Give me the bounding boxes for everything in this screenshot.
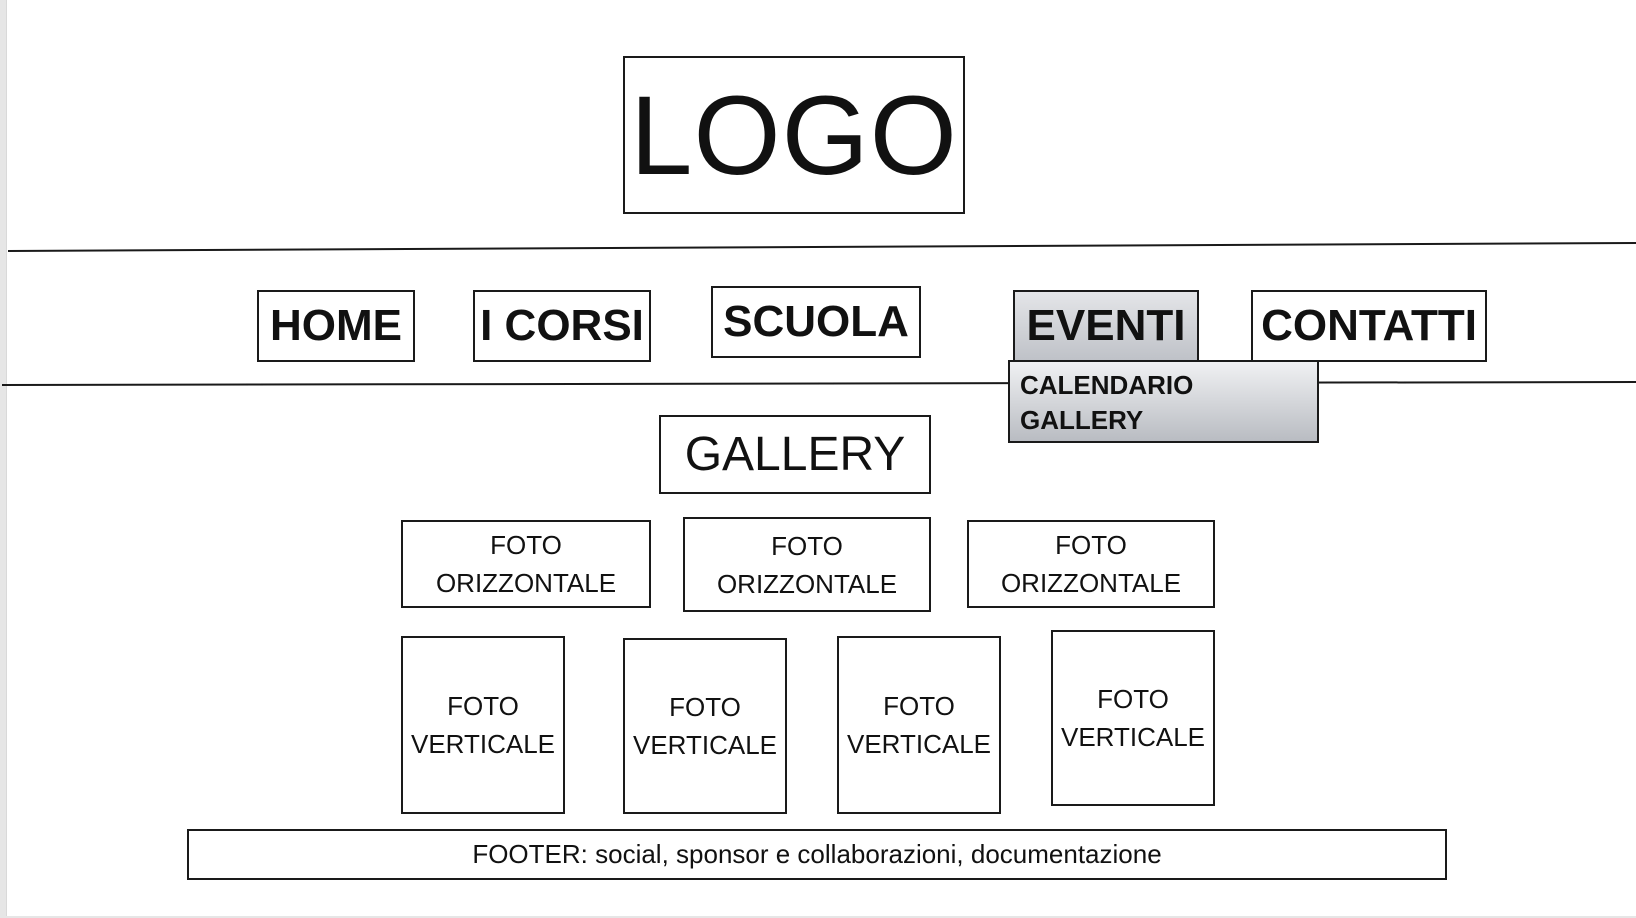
photo-label-line2: VERTICALE <box>846 729 991 759</box>
photo-vertical-4: FOTO VERTICALE <box>1051 630 1215 806</box>
nav-eventi[interactable]: EVENTI <box>1013 290 1199 362</box>
photo-label-line2: ORIZZONTALE <box>716 568 898 599</box>
photo-horizontal-1: FOTO ORIZZONTALE <box>401 520 651 608</box>
photo-label-line2: VERTICALE <box>1060 722 1205 752</box>
photo-vertical-2: FOTO VERTICALE <box>623 638 787 814</box>
photo-label-line1: FOTO <box>490 530 562 560</box>
photo-label-line1: FOTO <box>669 692 741 722</box>
nav-home[interactable]: HOME <box>257 290 415 362</box>
photo-label-line1: FOTO <box>447 691 519 721</box>
photo-label-line1: FOTO <box>1097 684 1169 714</box>
header-divider <box>7 242 1636 252</box>
nav-scuola[interactable]: SCUOLA <box>711 286 921 358</box>
photo-vertical-1: FOTO VERTICALE <box>401 636 565 814</box>
photo-label-line1: FOTO <box>883 691 955 721</box>
photo-horizontal-3: FOTO ORIZZONTALE <box>967 520 1215 608</box>
photo-label-line2: ORIZZONTALE <box>435 568 617 598</box>
photo-vertical-3: FOTO VERTICALE <box>837 636 1001 814</box>
photo-label-line1: FOTO <box>1055 530 1127 560</box>
nav-contatti[interactable]: CONTATTI <box>1251 290 1487 362</box>
photo-horizontal-2: FOTO ORIZZONTALE <box>683 517 931 612</box>
section-title-gallery: GALLERY <box>659 415 931 494</box>
dropdown-item-calendario[interactable]: CALENDARIO <box>1020 370 1194 400</box>
eventi-dropdown-menu: CALENDARIO GALLERY <box>1008 360 1319 443</box>
nav-i-corsi[interactable]: I CORSI <box>473 290 651 362</box>
photo-label-line2: ORIZZONTALE <box>1000 568 1182 598</box>
dropdown-item-gallery[interactable]: GALLERY <box>1020 405 1144 435</box>
footer-placeholder: FOOTER: social, sponsor e collaborazioni… <box>187 829 1447 880</box>
photo-label-line1: FOTO <box>771 530 843 561</box>
nav-divider <box>1 381 1636 386</box>
photo-label-line2: VERTICALE <box>410 729 555 759</box>
logo-placeholder: LOGO <box>623 56 965 214</box>
photo-label-line2: VERTICALE <box>632 730 777 760</box>
